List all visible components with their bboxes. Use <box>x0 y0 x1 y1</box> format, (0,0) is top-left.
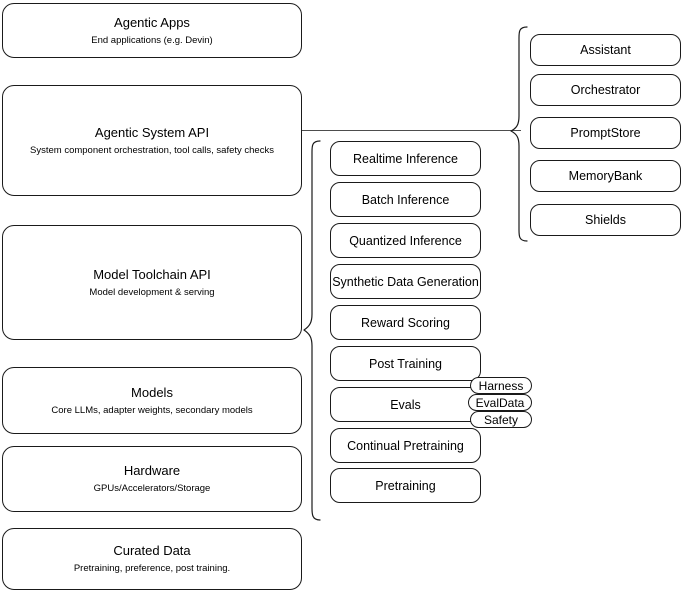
system-component-promptstore[interactable]: PromptStore <box>530 117 681 149</box>
stack-layer-subtitle: GPUs/Accelerators/Storage <box>93 483 211 494</box>
system-component-shields[interactable]: Shields <box>530 204 681 236</box>
toolchain-component-pretraining[interactable]: Pretraining <box>330 468 481 503</box>
stack-layer-models[interactable]: Models Core LLMs, adapter weights, secon… <box>2 367 302 434</box>
stack-layer-subtitle: System component orchestration, tool cal… <box>30 144 274 156</box>
toolchain-component-batch-inference[interactable]: Batch Inference <box>330 182 481 217</box>
stack-layer-title: Model Toolchain API <box>93 266 211 282</box>
evals-badge-harness[interactable]: Harness <box>470 377 532 394</box>
brace-path <box>510 26 528 242</box>
stack-layer-subtitle: End applications (e.g. Devin) <box>91 34 213 46</box>
toolchain-component-label: Realtime Inference <box>353 151 458 166</box>
toolchain-component-realtime-inference[interactable]: Realtime Inference <box>330 141 481 176</box>
toolchain-component-label: Quantized Inference <box>349 233 462 248</box>
toolchain-component-reward-scoring[interactable]: Reward Scoring <box>330 305 481 340</box>
evals-badge-label: Safety <box>483 412 519 427</box>
stack-layer-subtitle: Core LLMs, adapter weights, secondary mo… <box>51 404 253 416</box>
stack-layer-agentic-apps[interactable]: Agentic Apps End applications (e.g. Devi… <box>2 3 302 58</box>
stack-layer-subtitle: Pretraining, preference, post training. <box>73 563 231 574</box>
system-component-label: Assistant <box>580 43 631 57</box>
connector-line-system-api <box>302 130 521 131</box>
stack-layer-subtitle: Model development & serving <box>89 286 215 298</box>
brace-toolchain-group <box>303 140 321 521</box>
toolchain-component-label: Evals <box>390 397 421 412</box>
toolchain-component-label: Pretraining <box>375 478 436 493</box>
system-component-label: PromptStore <box>570 126 641 140</box>
evals-badge-label: Harness <box>478 378 524 393</box>
stack-layer-title: Models <box>131 384 173 400</box>
toolchain-component-quantized-inference[interactable]: Quantized Inference <box>330 223 481 258</box>
stack-layer-title: Agentic Apps <box>114 14 190 30</box>
brace-system-components-group <box>510 26 528 242</box>
brace-path <box>303 140 321 521</box>
toolchain-component-label: Batch Inference <box>361 192 450 207</box>
toolchain-component-label: Continual Pretraining <box>347 438 464 453</box>
toolchain-component-label: Reward Scoring <box>361 315 450 330</box>
stack-layer-title: Curated Data <box>113 543 191 558</box>
system-component-orchestrator[interactable]: Orchestrator <box>530 74 681 106</box>
toolchain-component-synthetic-data-generation[interactable]: Synthetic Data Generation <box>330 264 481 299</box>
toolchain-component-label: Post Training <box>369 356 442 371</box>
toolchain-component-continual-pretraining[interactable]: Continual Pretraining <box>330 428 481 463</box>
stack-layer-hardware[interactable]: Hardware GPUs/Accelerators/Storage <box>2 446 302 512</box>
evals-badge-evaldata[interactable]: EvalData <box>468 394 532 411</box>
toolchain-component-evals[interactable]: Evals <box>330 387 481 422</box>
system-component-label: MemoryBank <box>568 169 643 183</box>
system-component-label: Shields <box>585 213 626 227</box>
toolchain-component-label: Synthetic Data Generation <box>332 274 479 289</box>
system-component-assistant[interactable]: Assistant <box>530 34 681 66</box>
system-component-label: Orchestrator <box>570 83 641 97</box>
stack-layer-model-toolchain-api[interactable]: Model Toolchain API Model development & … <box>2 225 302 340</box>
stack-layer-title: Hardware <box>123 463 181 478</box>
stack-layer-title: Agentic System API <box>94 124 210 140</box>
stack-layer-agentic-system-api[interactable]: Agentic System API System component orch… <box>2 85 302 196</box>
toolchain-component-post-training[interactable]: Post Training <box>330 346 481 381</box>
stack-layer-curated-data[interactable]: Curated Data Pretraining, preference, po… <box>2 528 302 590</box>
evals-badge-label: EvalData <box>475 395 525 410</box>
system-component-memorybank[interactable]: MemoryBank <box>530 160 681 192</box>
evals-badge-safety[interactable]: Safety <box>470 411 532 428</box>
